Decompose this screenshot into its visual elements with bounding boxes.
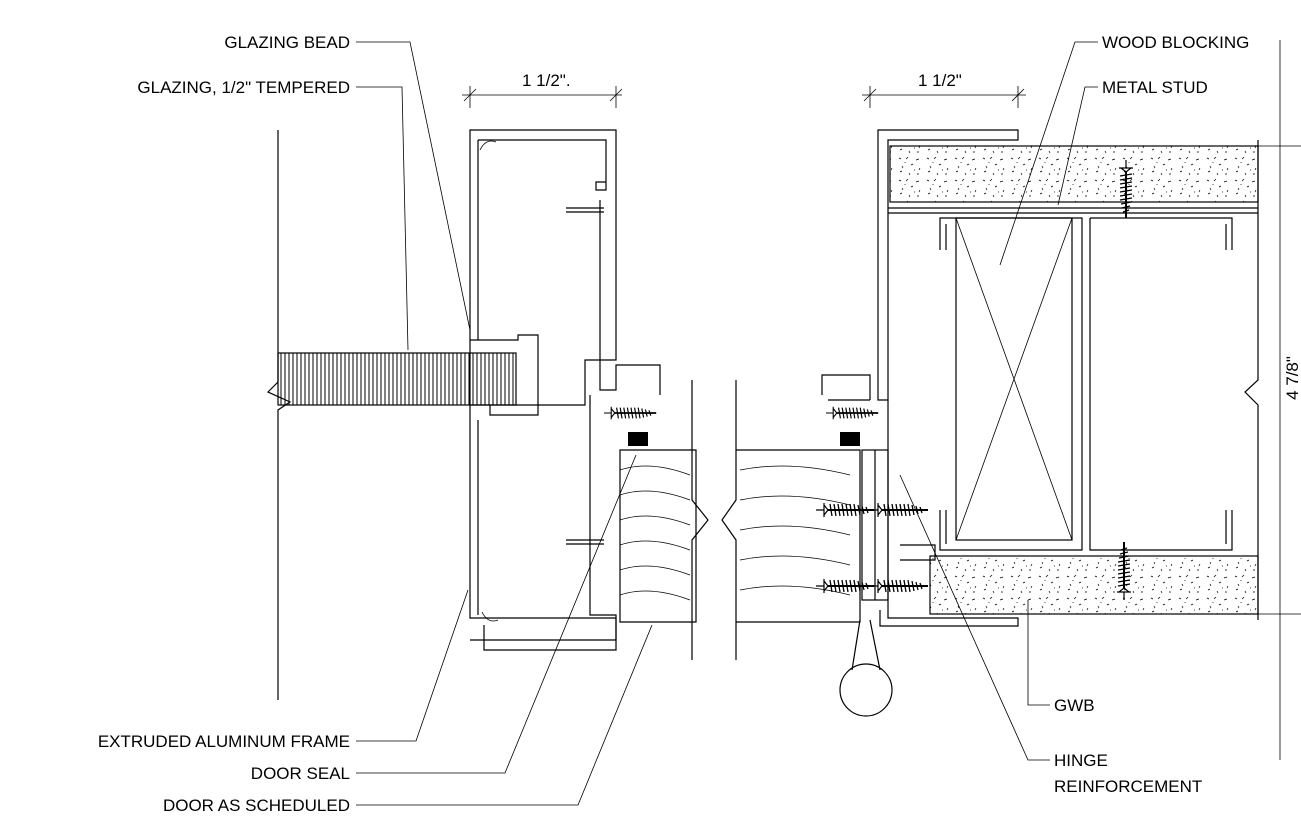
label-glazing: GLAZING, 1/2" TEMPERED xyxy=(137,78,350,97)
glazing-pocket xyxy=(470,140,539,416)
dimension-wall: 4 7/8" xyxy=(1279,40,1301,760)
door-handle xyxy=(839,663,893,717)
labels: GLAZING BEAD GLAZING, 1/2" TEMPERED EXTR… xyxy=(98,33,1250,815)
door-break-line xyxy=(691,380,709,660)
hinge-screw-3 xyxy=(870,502,929,518)
jamb-screw xyxy=(826,405,880,421)
metal-stud-left xyxy=(939,217,1083,551)
label-door: DOOR AS SCHEDULED xyxy=(163,796,350,815)
hinge-screw-1 xyxy=(816,502,875,518)
hinge-reinforcement xyxy=(879,400,1019,627)
door-seal xyxy=(628,432,648,446)
door-leaf-right xyxy=(736,449,861,623)
leaders xyxy=(356,41,1098,806)
dimension-left: 1 1/2". xyxy=(462,71,623,108)
wood-grain xyxy=(619,465,691,601)
jamb-stop xyxy=(821,374,871,401)
hinge-screw-4 xyxy=(870,578,929,594)
label-door-seal: DOOR SEAL xyxy=(251,764,350,783)
gwb-board-bottom xyxy=(929,555,1259,615)
door-break-line-right xyxy=(721,380,737,660)
dimension-right: 1 1/2" xyxy=(862,71,1026,108)
hinge-pull xyxy=(851,619,881,671)
label-metal-stud: METAL STUD xyxy=(1102,78,1208,97)
frame-screw xyxy=(604,405,658,421)
stud-returns xyxy=(945,224,1227,544)
aluminum-frame-lower xyxy=(469,405,617,641)
stop-profile xyxy=(599,200,661,395)
label-gwb: GWB xyxy=(1054,696,1095,715)
frame-inner-top xyxy=(478,139,607,191)
hinge-screw-2 xyxy=(816,578,875,594)
dim-left-label: 1 1/2". xyxy=(522,71,571,90)
label-wood-blocking: WOOD BLOCKING xyxy=(1102,33,1249,52)
wood-blocking xyxy=(955,217,1073,541)
door-seal-right xyxy=(840,432,860,446)
door-edge xyxy=(619,449,697,623)
frame-webs xyxy=(477,207,604,615)
blocking-cross-2 xyxy=(955,217,1073,541)
metal-stud-right xyxy=(1089,217,1233,551)
gwb-board-top xyxy=(889,145,1259,203)
bead-clips xyxy=(479,140,499,622)
label-hinge-2: REINFORCEMENT xyxy=(1054,777,1202,796)
label-hinge-1: HINGE xyxy=(1054,751,1108,770)
label-frame: EXTRUDED ALUMINUM FRAME xyxy=(98,732,350,751)
glazing-panel xyxy=(277,352,517,406)
jamb-profile xyxy=(877,129,1019,401)
break-line xyxy=(266,381,292,700)
frame-bottom-return xyxy=(483,395,617,651)
wood-grain-right xyxy=(739,465,851,596)
wall-break-line xyxy=(1244,140,1259,620)
dim-wall-label: 4 7/8" xyxy=(1283,356,1301,400)
dim-right-label: 1 1/2" xyxy=(918,71,962,90)
label-glazing-bead: GLAZING BEAD xyxy=(224,33,350,52)
right-frame-assembly xyxy=(721,129,1301,717)
left-frame-assembly xyxy=(266,129,709,700)
